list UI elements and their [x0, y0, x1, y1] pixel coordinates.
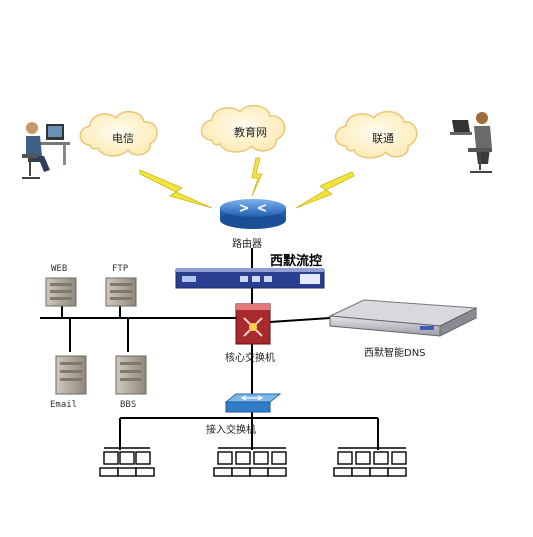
- lightning-left: [139, 169, 213, 209]
- ftp-server-label: FTP: [112, 264, 129, 274]
- access-switch-icon: [224, 393, 282, 413]
- dns-appliance-icon: [328, 299, 478, 337]
- dns-label: 西默智能DNS: [364, 348, 426, 359]
- router-icon: [220, 199, 286, 229]
- workstation-group-center: [213, 447, 287, 477]
- flow-control-appliance-icon: [175, 268, 325, 289]
- workstation-group-right: [333, 447, 407, 477]
- user-with-laptop-icon: [450, 112, 492, 173]
- access-switch-label: 接入交换机: [206, 425, 256, 436]
- connection-lines: [40, 248, 379, 450]
- cloud-label-telecom: 电信: [112, 132, 134, 145]
- router-label: 路由器: [232, 239, 262, 250]
- cloud-label-edu: 教育网: [234, 126, 267, 139]
- ftp-server-icon: [105, 277, 137, 307]
- email-server-icon: [55, 355, 87, 395]
- cloud-telecom: [79, 110, 158, 157]
- web-server-label: WEB: [51, 264, 68, 274]
- cloud-label-unicom: 联通: [372, 132, 394, 145]
- email-server-label: Email: [50, 400, 78, 410]
- lightning-right: [295, 171, 355, 209]
- lightning-center: [251, 157, 263, 197]
- bbs-server-label: BBS: [120, 400, 137, 410]
- core-switch-icon: [235, 303, 271, 345]
- cloud-unicom: [334, 110, 418, 159]
- bbs-server-icon: [115, 355, 147, 395]
- flow-control-label: 西默流控: [270, 254, 323, 269]
- core-switch-label: 核心交换机: [225, 353, 275, 364]
- web-server-icon: [45, 277, 77, 307]
- cloud-edu: [200, 104, 286, 153]
- workstation-group-left: [99, 447, 155, 477]
- user-at-computer-icon: [22, 122, 70, 179]
